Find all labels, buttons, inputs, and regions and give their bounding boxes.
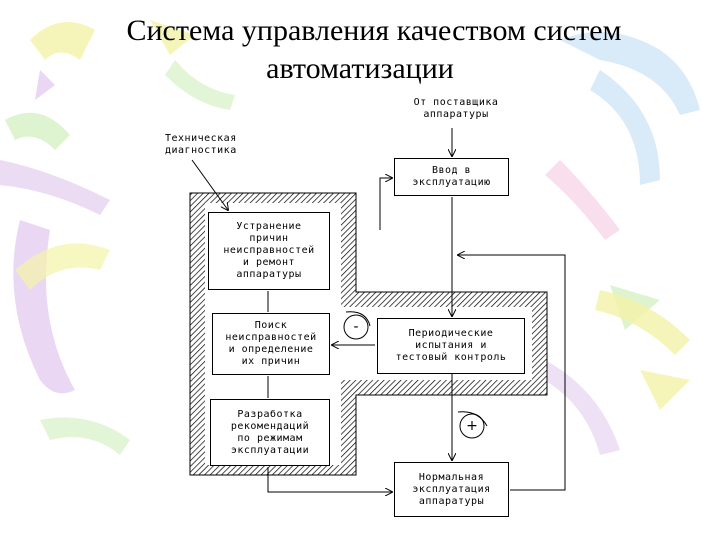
minus-arc — [345, 311, 371, 327]
minus-sign: - — [353, 319, 359, 335]
slide-title: Система управления качеством систем авто… — [0, 12, 720, 88]
minus-circle — [343, 314, 369, 340]
label-technical-diagnostics: Техническая диагностика — [165, 133, 237, 156]
plus-arc — [457, 411, 488, 427]
arrow-diagnostics-to-repair — [191, 159, 228, 210]
plus-circle — [459, 413, 485, 439]
box-recommendations: Разработка рекомендаций по режимам экспл… — [210, 399, 330, 466]
arrow-feedback-loop — [458, 255, 566, 491]
arrow-into-commissioning — [379, 178, 392, 230]
box-repair: Устранение причин неисправностей и ремон… — [208, 212, 330, 290]
box-normal-operation: Нормальная эксплуатация аппаратуры — [394, 462, 509, 517]
box-commissioning: Ввод в эксплуатацию — [394, 158, 509, 196]
label-from-supplier: От поставщика аппаратуры — [413, 97, 499, 120]
connectors — [191, 128, 566, 492]
arrow-recommendations-to-normal — [267, 467, 392, 492]
box-periodic-tests: Периодические испытания и тестовый контр… — [377, 318, 525, 374]
title-line-2: автоматизации — [266, 52, 454, 85]
plus-sign: + — [466, 418, 478, 434]
box-fault-search: Поиск неисправностей и определение их пр… — [212, 313, 330, 375]
title-line-1: Система управления качеством систем — [126, 14, 622, 47]
